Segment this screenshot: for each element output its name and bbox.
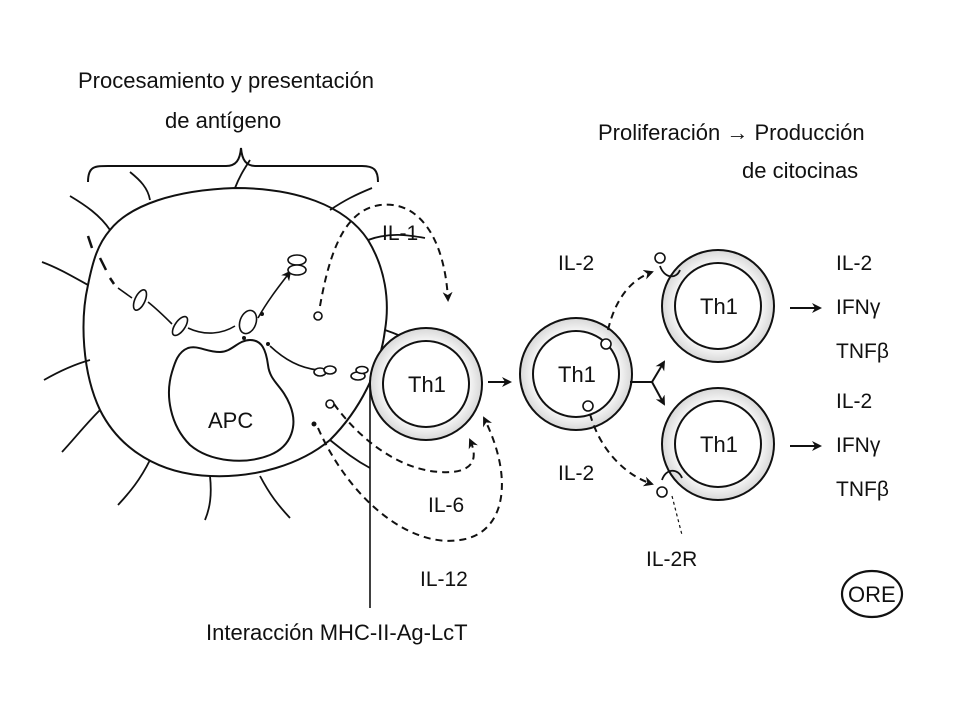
interaction-label: Interacción MHC-II-Ag-LcT	[206, 620, 468, 645]
il1-label: IL-1	[382, 222, 418, 245]
th1-top-cell: Th1	[654, 249, 775, 363]
output-top-il2: IL-2	[836, 252, 872, 275]
il2r-label: IL-2R	[646, 548, 697, 571]
apc-dendrites	[41, 159, 426, 521]
il6-label: IL-6	[428, 494, 464, 517]
processing-title-line1: Procesamiento y presentación	[78, 68, 374, 93]
il2-top-arrow	[607, 270, 654, 331]
proliferation-title-line1: Proliferación → Producción	[598, 120, 865, 145]
output-bottom-tnfb: TNFβ	[836, 478, 889, 501]
il12-label: IL-12	[420, 568, 468, 591]
th1-main-cell: Th1	[369, 327, 483, 441]
apc-label: APC	[208, 408, 253, 433]
antigen-vesicles	[132, 254, 307, 337]
il2-top-label: IL-2	[558, 252, 594, 275]
mhc-molecules	[313, 311, 369, 409]
proliferation-split-arrow	[630, 360, 666, 406]
antigen-dots	[242, 312, 317, 427]
th1-main-label: Th1	[408, 372, 446, 397]
th1-bottom-cell: Th1	[656, 387, 775, 501]
th1-middle-label: Th1	[558, 362, 596, 387]
proliferation-title-line2: de citocinas	[742, 158, 858, 183]
output-bottom-ifng: IFNγ	[836, 434, 881, 457]
ore-logo: ORE	[840, 569, 904, 619]
apc-nucleus	[168, 338, 295, 462]
th1-top-label: Th1	[700, 294, 738, 319]
output-top-ifng: IFNγ	[836, 296, 881, 319]
il6-arrow	[333, 403, 478, 474]
curly-brace	[87, 147, 379, 183]
processing-title-line2: de antígeno	[165, 108, 281, 133]
output-bottom-il2: IL-2	[836, 390, 872, 413]
ore-logo-text: ORE	[848, 582, 896, 607]
apc-cell-membrane	[82, 186, 388, 478]
il2-bottom-label: IL-2	[558, 462, 594, 485]
il12-arrow	[317, 416, 503, 542]
il1-arrow	[319, 203, 453, 307]
il2-bottom-arrow	[589, 413, 654, 487]
th1-bottom-label: Th1	[700, 432, 738, 457]
output-top-tnfb: TNFβ	[836, 340, 889, 363]
mhc-transport-path	[269, 345, 319, 371]
antigen-entry	[86, 235, 116, 285]
il2r-pointer	[671, 495, 683, 536]
th1-middle-cell: Th1	[519, 317, 633, 431]
processing-pathway	[117, 272, 290, 334]
